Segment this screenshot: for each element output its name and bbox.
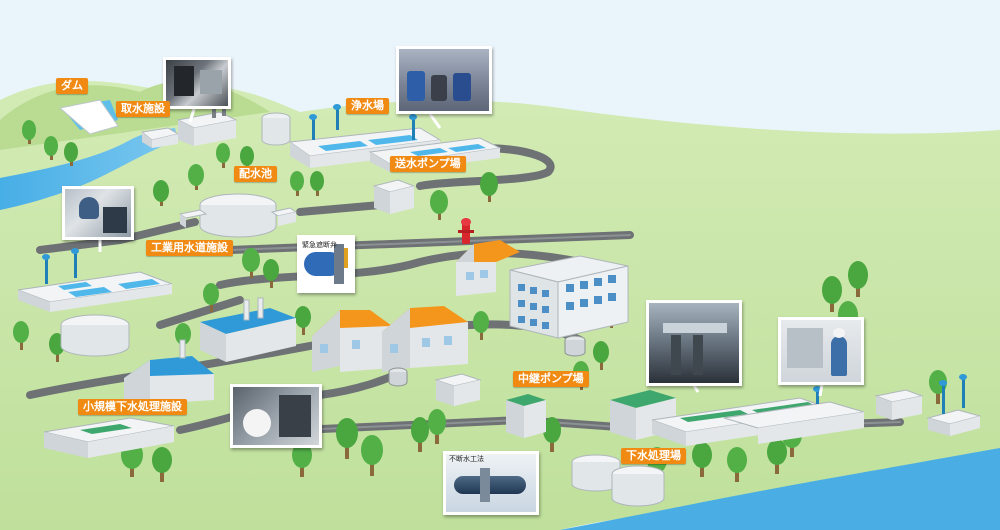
photo-small-sewage-facility [230,384,322,448]
label-sewage-treatment-plant: 下水処理場 [621,448,686,464]
tree [430,190,448,220]
label-relay-pump-station: 中継ポンプ場 [513,371,589,387]
label-intake-facility: 取水施設 [116,101,170,117]
pipe-purification-to-pump [416,144,555,190]
tree [822,276,842,312]
tree [336,418,358,459]
utility-building [434,373,482,406]
tree [295,306,311,335]
no-dig-method-caption: 不断水工法 [449,455,484,463]
tree [310,171,324,196]
small-sewage-facility [43,417,175,458]
tree [242,248,260,278]
tree [13,321,29,350]
intake-facility [140,106,238,148]
label-purification-plant: 浄水場 [346,98,389,114]
house [124,339,214,406]
tree [848,261,868,297]
tree [216,143,230,168]
manhole [564,335,586,357]
sewage-tank [611,465,665,507]
photo-sewage-treatment-plant [646,300,742,386]
label-transmission-pump-station: 送水ポンプ場 [390,156,466,172]
trees [13,120,947,482]
tree [593,341,609,370]
house [456,240,520,296]
tree [767,439,787,474]
transmission-pump-station [372,179,416,214]
tree [361,435,383,476]
tree [290,171,304,196]
pipe-reservoir-main [36,218,199,254]
photo-intake-facility [163,57,231,109]
tree [152,447,172,482]
sewage-treatment-plant [610,386,865,446]
manhole [388,367,408,387]
river-left [0,128,178,210]
tree [64,142,78,166]
house [312,310,392,372]
tree [411,417,429,452]
tree [543,417,561,452]
photo-industrial-water-facility [62,186,134,240]
label-dam: ダム [56,78,88,94]
outfall-building [874,374,982,436]
tree [44,136,58,160]
factory [200,297,296,362]
tree [188,164,204,190]
sea-right [560,448,1000,530]
office-building [509,255,629,339]
distribution-reservoir [178,193,298,238]
pipe-factory-line [156,296,244,329]
tree [153,180,169,206]
dam-wall [58,99,119,135]
pipe-pump-to-reservoir [296,201,384,216]
tree [692,442,712,477]
label-industrial-water-facility: 工業用水道施設 [146,240,233,256]
tree [203,283,219,312]
fire-hydrant [458,218,474,244]
label-distribution-reservoir: 配水池 [234,166,277,182]
emergency-valve-caption: 緊急遮断弁 [302,241,337,249]
tree [727,447,747,482]
tree [473,311,489,340]
relay-pump-station [506,394,546,438]
aerator-tower [309,104,417,140]
photo-emergency-valve [297,235,355,293]
storage-tank [60,314,130,357]
tree [22,120,36,144]
tree [263,259,279,288]
tree [480,172,498,202]
photo-no-dig-method [443,451,539,515]
house [382,306,468,372]
label-small-sewage-facility: 小規模下水処理施設 [78,399,187,415]
photo-control-room [778,317,864,385]
tree [428,409,446,444]
photo-purification-plant [396,46,492,114]
tree [292,442,312,477]
industrial-water-facility [17,248,173,312]
